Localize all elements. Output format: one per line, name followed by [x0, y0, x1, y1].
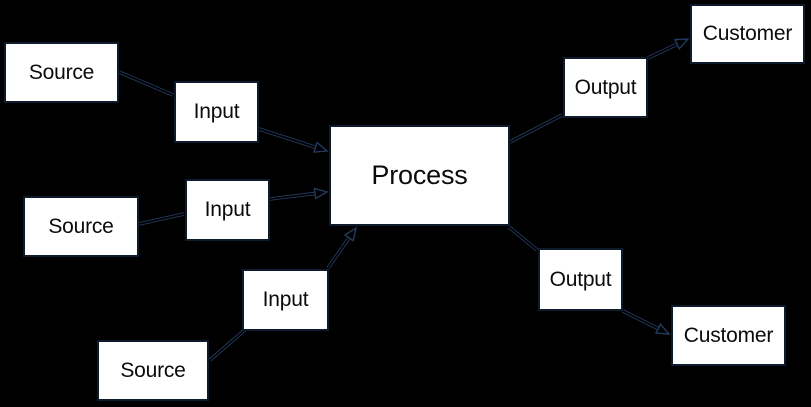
node-output-2: Output	[538, 248, 623, 311]
edge-output-1-to-customer-1	[647, 38, 690, 60]
edge-source-3-to-input-3	[208, 327, 248, 362]
arrowhead-icon	[654, 322, 671, 335]
arrowhead-icon	[313, 187, 329, 200]
edge-input-3-to-process	[326, 226, 358, 270]
node-output-1: Output	[563, 57, 648, 118]
arrowhead-icon	[343, 226, 358, 242]
node-process: Process	[329, 125, 510, 226]
edge-process-to-output-1	[509, 113, 563, 144]
edge-process-to-output-2	[507, 225, 539, 252]
node-label: Customer	[702, 22, 793, 45]
node-label: Source	[28, 60, 95, 84]
arrowhead-icon	[673, 38, 690, 50]
edge-source-2-to-input-2	[138, 212, 185, 226]
node-label: Input	[204, 198, 251, 221]
node-label: Input	[193, 100, 240, 123]
edge-input-2-to-process	[269, 187, 329, 201]
node-label: Source	[48, 214, 114, 238]
node-source-2: Source	[23, 196, 139, 257]
node-customer-1: Customer	[690, 4, 805, 64]
edge-output-2-to-customer-2	[622, 309, 671, 335]
node-input-3: Input	[242, 269, 329, 331]
edge-source-1-to-input-1	[118, 70, 174, 97]
node-label: Output	[574, 75, 637, 99]
arrowhead-icon	[313, 141, 329, 153]
node-label: Input	[262, 288, 309, 311]
node-label: Output	[549, 267, 612, 291]
node-label: Process	[371, 160, 468, 190]
node-source-1: Source	[4, 42, 119, 103]
edge-input-1-to-process	[258, 127, 329, 153]
node-label: Customer	[683, 323, 774, 347]
node-input-2: Input	[185, 179, 270, 241]
node-source-3: Source	[97, 340, 209, 401]
node-customer-2: Customer	[671, 305, 786, 366]
node-input-1: Input	[174, 81, 259, 143]
node-label: Source	[120, 358, 186, 382]
